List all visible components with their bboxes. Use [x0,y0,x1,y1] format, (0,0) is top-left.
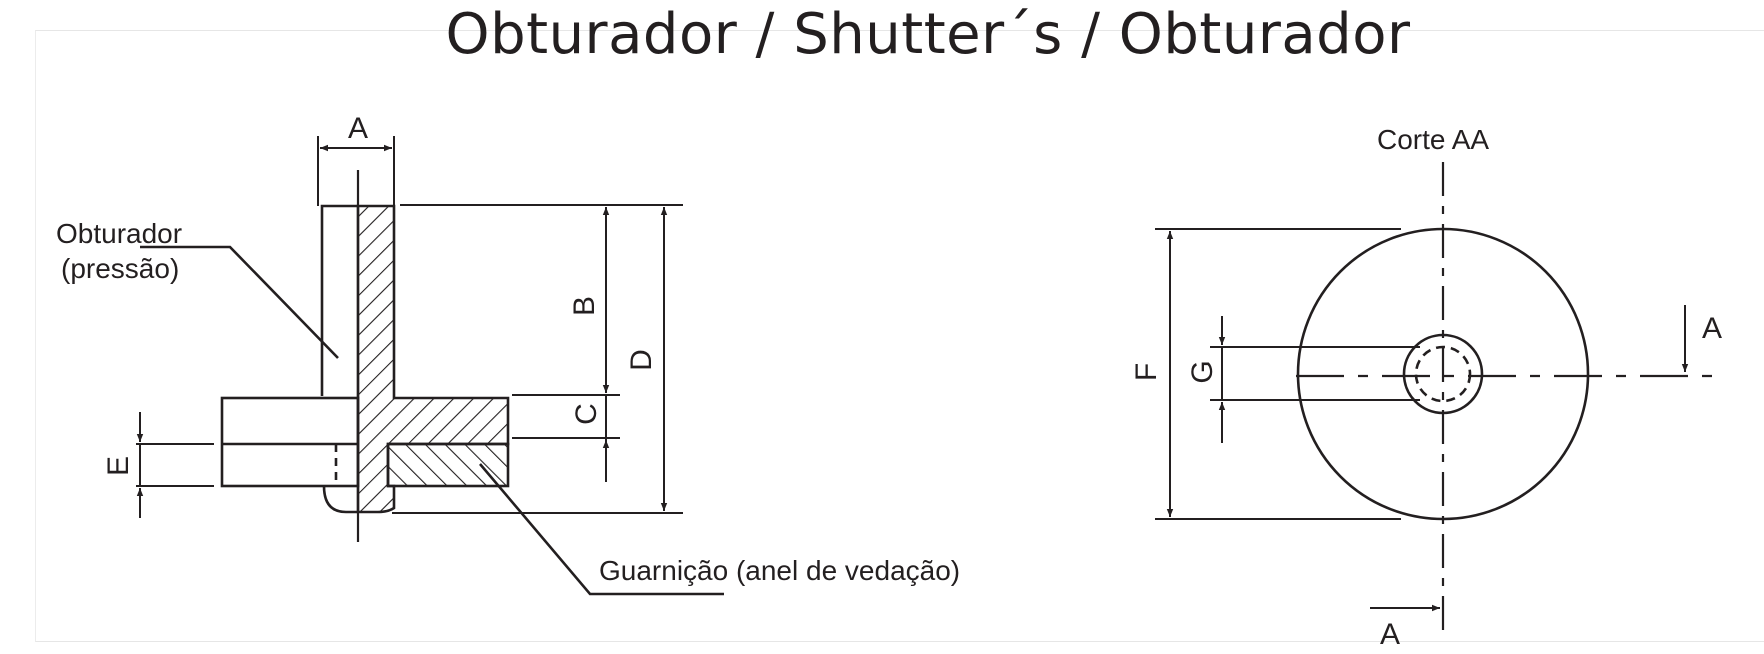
gasket-ring [386,442,510,488]
gasket-leader-line [479,463,724,596]
drawing-frame [35,30,1764,642]
dimension-b-label: B [568,296,601,316]
dimension-e-label: E [102,456,135,476]
shutter-label-line2: (pressão) [61,253,179,284]
dimension-a-label: A [348,112,368,145]
section-title: Corte AA [1377,124,1489,155]
shutter-plate-outline [320,204,358,396]
shutter-label-line1: Obturador [56,218,182,249]
section-marker-bottom-label: A [1380,618,1400,651]
section-aa-view [1155,162,1716,640]
gasket-label: Guarnição (anel de vedação) [599,555,960,586]
shutter-hatched-body [356,204,510,514]
dimension-c-label: C [570,403,603,425]
section-marker-right-label: A [1702,312,1722,345]
shutter-leader-line [140,245,339,359]
shutter-section-view [136,136,724,596]
dimension-d-label: D [625,349,658,371]
dimension-f-label: F [1130,363,1163,381]
bore-hidden-circle [1414,345,1472,403]
shaft-hub [220,396,360,488]
dimension-g-label: G [1186,360,1219,383]
page-title: Obturador / Shutter´s / Obturador [445,2,1411,67]
